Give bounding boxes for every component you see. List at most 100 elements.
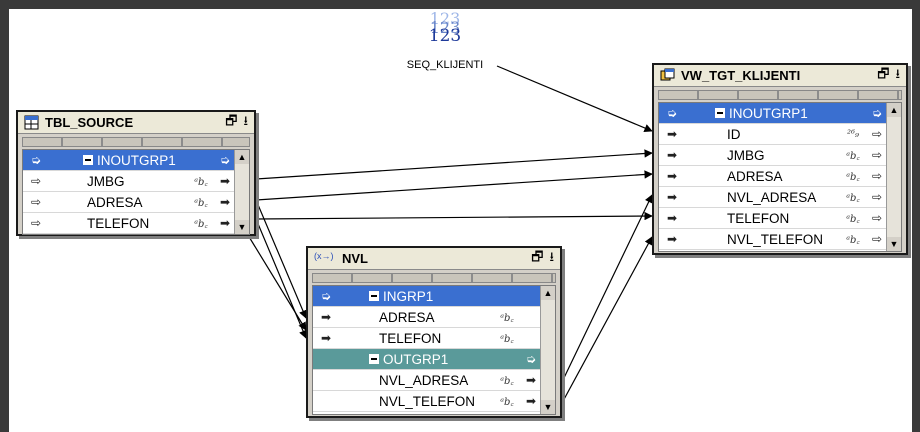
- out-port-icon[interactable]: ➡: [525, 373, 537, 387]
- minimize-icon[interactable]: ⭳: [243, 112, 248, 128]
- collapse-icon[interactable]: [369, 353, 379, 364]
- collapse-icon[interactable]: [369, 290, 379, 301]
- collapse-icon[interactable]: [715, 107, 725, 118]
- attribute-row[interactable]: ➡ ADRESA ᵃb꜀: [313, 307, 541, 328]
- minimize-icon[interactable]: ⭳: [549, 248, 554, 264]
- attribute-row[interactable]: ➡ NVL_ADRESA ᵃb꜀ ⇨: [659, 187, 887, 208]
- vw-tgt-title: VW_TGT_KLIJENTI: [681, 68, 801, 83]
- in-port-icon[interactable]: ➡: [666, 190, 678, 204]
- collapse-icon[interactable]: [83, 154, 93, 165]
- in-port-icon[interactable]: ⇨: [30, 195, 42, 209]
- attribute-row[interactable]: ⇨ JMBG ᵃb꜀ ➡: [23, 171, 235, 192]
- out-port-icon[interactable]: ➡: [525, 394, 537, 408]
- tbl-source-operator[interactable]: TBL_SOURCE 🗗 ⭳ ➭ INOUTGRP1 ➭ ⇨ JMBG ᵃb꜀ …: [16, 110, 256, 236]
- tbl-source-attribute-list: ➭ INOUTGRP1 ➭ ⇨ JMBG ᵃb꜀ ➡ ⇨ ADRESA ᵃb꜀ …: [22, 149, 250, 235]
- datatype-icon: ᵃb꜀: [846, 235, 860, 246]
- attribute-name: NVL_ADRESA: [379, 372, 469, 388]
- attribute-name: ADRESA: [727, 168, 783, 184]
- attribute-name: JMBG: [727, 147, 765, 163]
- out-port-icon[interactable]: ➡: [219, 195, 231, 209]
- in-port-icon[interactable]: ➡: [666, 211, 678, 225]
- column-header: [658, 90, 902, 100]
- tbl-source-title: TBL_SOURCE: [45, 115, 134, 130]
- attribute-row[interactable]: ➡ ADRESA ᵃb꜀ ⇨: [659, 166, 887, 187]
- attribute-name: TELEFON: [379, 330, 442, 346]
- group-row-ingrp1[interactable]: ➭ INGRP1: [313, 286, 541, 307]
- datatype-icon: ᵃb꜀: [846, 151, 860, 162]
- attribute-row[interactable]: ➡ TELEFON ᵃb꜀ ⇨: [659, 208, 887, 229]
- scroll-up-icon[interactable]: ▲: [235, 150, 249, 164]
- group-row-inoutgrp1[interactable]: ➭ INOUTGRP1 ➭: [23, 150, 235, 171]
- in-port-icon[interactable]: ➡: [666, 232, 678, 246]
- scroll-up-icon[interactable]: ▲: [541, 286, 555, 300]
- out-port-icon[interactable]: ➡: [219, 174, 231, 188]
- attribute-row[interactable]: NVL_TELEFON ᵃb꜀ ➡: [313, 391, 541, 412]
- attribute-name: TELEFON: [727, 210, 790, 226]
- sequence-label: SEQ_KLIJENTI: [406, 59, 484, 71]
- vw-tgt-titlebar[interactable]: VW_TGT_KLIJENTI 🗗 ⭳: [654, 65, 906, 87]
- out-port-icon[interactable]: ➡: [219, 216, 231, 230]
- out-port-icon[interactable]: ⇨: [871, 211, 883, 225]
- expression-icon: (x→): [314, 251, 334, 261]
- attribute-row[interactable]: ⇨ TELEFON ᵃb꜀ ➡: [23, 213, 235, 234]
- out-port-icon[interactable]: ➭: [525, 352, 537, 366]
- tbl-source-titlebar[interactable]: TBL_SOURCE 🗗 ⭳: [18, 112, 254, 134]
- vertical-scrollbar[interactable]: ▲ ▼: [234, 150, 249, 234]
- vertical-scrollbar[interactable]: ▲ ▼: [886, 103, 901, 251]
- restore-icon[interactable]: 🗗: [877, 65, 890, 81]
- in-port-icon[interactable]: ➡: [666, 169, 678, 183]
- restore-icon[interactable]: 🗗: [531, 248, 544, 264]
- vw-tgt-attribute-list: ➭ INOUTGRP1 ➭ ➡ ID ²⁶₉ ⇨ ➡ JMBG ᵃb꜀ ⇨ ➡ …: [658, 102, 902, 252]
- attribute-name: ADRESA: [87, 194, 143, 210]
- datatype-icon: ᵃb꜀: [194, 198, 208, 209]
- datatype-icon: ᵃb꜀: [194, 177, 208, 188]
- in-port-icon[interactable]: ⇨: [30, 216, 42, 230]
- group-label: INGRP1: [383, 288, 434, 304]
- sequence-operator[interactable]: 123 123 123 SEQ_KLIJENTI: [395, 9, 495, 72]
- scroll-down-icon[interactable]: ▼: [541, 400, 555, 414]
- minimize-icon[interactable]: ⭳: [895, 65, 900, 81]
- attribute-name: ID: [727, 126, 741, 142]
- attribute-name: NVL_ADRESA: [727, 189, 817, 205]
- scroll-down-icon[interactable]: ▼: [235, 220, 249, 234]
- in-port-icon[interactable]: ⇨: [30, 174, 42, 188]
- in-port-icon[interactable]: ➡: [320, 331, 332, 345]
- in-port-icon[interactable]: ➭: [320, 289, 332, 303]
- group-label: INOUTGRP1: [729, 105, 808, 121]
- vw-tgt-klijenti-operator[interactable]: VW_TGT_KLIJENTI 🗗 ⭳ ➭ INOUTGRP1 ➭ ➡ ID ²…: [652, 63, 908, 255]
- in-port-icon[interactable]: ➭: [30, 153, 42, 167]
- attribute-name: NVL_TELEFON: [379, 393, 476, 409]
- group-label: OUTGRP1: [383, 351, 449, 367]
- attribute-row[interactable]: ⇨ ADRESA ᵃb꜀ ➡: [23, 192, 235, 213]
- vertical-scrollbar[interactable]: ▲ ▼: [540, 286, 555, 414]
- group-row-inoutgrp1[interactable]: ➭ INOUTGRP1 ➭: [659, 103, 887, 124]
- in-port-icon[interactable]: ➭: [666, 106, 678, 120]
- in-port-icon[interactable]: ➡: [666, 148, 678, 162]
- out-port-icon[interactable]: ⇨: [871, 190, 883, 204]
- out-port-icon[interactable]: ⇨: [871, 169, 883, 183]
- attribute-row[interactable]: ➡ JMBG ᵃb꜀ ⇨: [659, 145, 887, 166]
- nvl-operator[interactable]: (x→) NVL 🗗 ⭳ ➭ INGRP1 ➡ ADRESA ᵃb꜀ ➡ TEL…: [306, 246, 562, 418]
- attribute-row[interactable]: ➡ TELEFON ᵃb꜀: [313, 328, 541, 349]
- nvl-titlebar[interactable]: (x→) NVL 🗗 ⭳: [308, 248, 560, 270]
- group-row-outgrp1[interactable]: OUTGRP1 ➭: [313, 349, 541, 370]
- datatype-icon: ᵃb꜀: [500, 334, 514, 345]
- out-port-icon[interactable]: ➭: [219, 153, 231, 167]
- attribute-row[interactable]: ➡ NVL_TELEFON ᵃb꜀ ⇨: [659, 229, 887, 250]
- out-port-icon[interactable]: ⇨: [871, 232, 883, 246]
- column-header: [22, 137, 250, 147]
- scroll-up-icon[interactable]: ▲: [887, 103, 901, 117]
- nvl-title: NVL: [342, 251, 368, 266]
- restore-icon[interactable]: 🗗: [225, 112, 238, 128]
- attribute-row[interactable]: ➡ ID ²⁶₉ ⇨: [659, 124, 887, 145]
- datatype-icon: ᵃb꜀: [500, 397, 514, 408]
- attribute-row[interactable]: NVL_ADRESA ᵃb꜀ ➡: [313, 370, 541, 391]
- sequence-icon: 123 123 123: [428, 9, 462, 46]
- datatype-icon: ᵃb꜀: [846, 172, 860, 183]
- out-port-icon[interactable]: ⇨: [871, 127, 883, 141]
- out-port-icon[interactable]: ➭: [871, 106, 883, 120]
- in-port-icon[interactable]: ➡: [666, 127, 678, 141]
- scroll-down-icon[interactable]: ▼: [887, 237, 901, 251]
- in-port-icon[interactable]: ➡: [320, 310, 332, 324]
- out-port-icon[interactable]: ⇨: [871, 148, 883, 162]
